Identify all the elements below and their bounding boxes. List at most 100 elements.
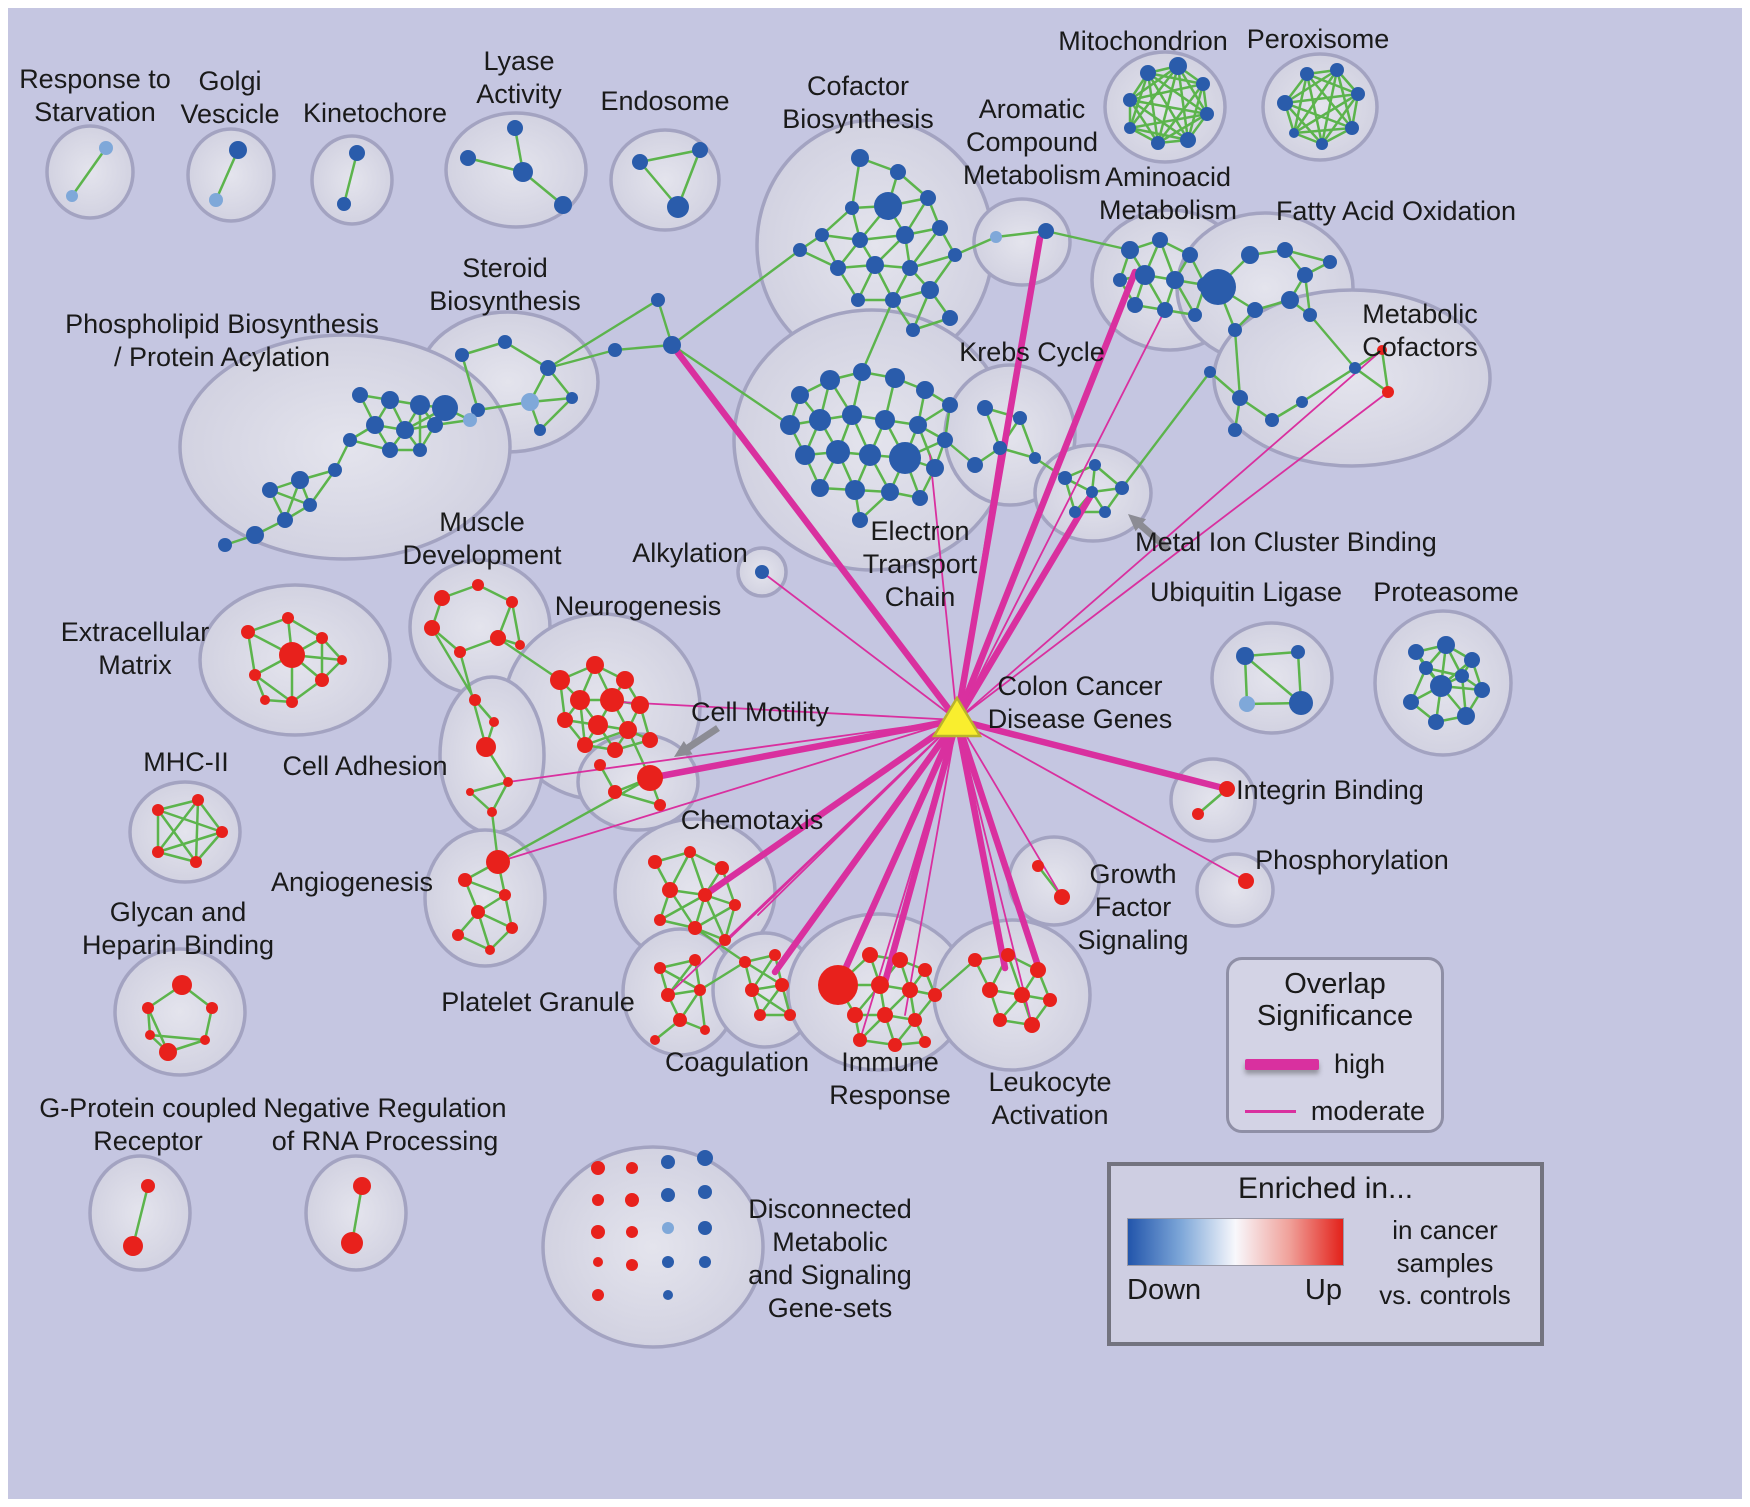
overlap-edge [1354,366,1389,394]
gene-set-node [755,565,769,579]
overlap-edge [157,808,223,834]
gene-set-node [1180,132,1196,148]
gene-set-node [862,947,878,963]
gene-set-node [993,441,1007,455]
overlap-edge [214,149,240,201]
up-label: Up [1304,1274,1342,1307]
gene-set-node [715,861,729,875]
gene-set-node [588,715,608,735]
gene-set-node [920,190,936,206]
gene-set-node [1121,241,1139,259]
overlap-legend-title: Overlap Significance [1245,968,1425,1033]
gene-set-node [557,712,573,728]
gene-set-node [152,846,164,858]
overlap-edge [1244,655,1302,704]
label-arrow-head [1128,514,1147,532]
overlap-edge [1129,126,1189,142]
overlap-edge [1301,366,1356,404]
gene-set-node [1238,873,1254,889]
gene-set-node [141,1179,155,1193]
gene-set-node [1303,308,1317,322]
significance-edge-moderate [956,391,1389,721]
gene-set-node [775,978,789,992]
gene-set-node [809,409,831,431]
gene-set-node [200,1035,210,1045]
gene-set-node [566,392,578,404]
overlap-edge [490,781,510,813]
gene-set-node [811,479,829,497]
label-arrow-shaft [680,725,720,755]
gene-set-node [673,1013,687,1027]
cluster-bubble-disconnected-gene-sets [541,1145,765,1349]
gene-set-node [1430,675,1452,697]
gene-set-node [469,694,481,706]
gene-set-node [1289,128,1299,138]
cluster-bubble-kinetochore [310,134,394,226]
label-mitochondrion: Mitochondrion [1058,26,1228,56]
gene-set-node [216,826,228,838]
down-label: Down [1127,1274,1202,1307]
significance-edge-moderate [761,571,958,721]
significance-edge-moderate [929,454,958,721]
gene-set-node [1228,323,1242,337]
gene-set-node [352,387,368,403]
significance-edge-high [953,716,1009,972]
significance-edge-moderate [956,309,1166,721]
overlap-edge-global [547,298,659,370]
significance-edge-high [701,716,961,899]
gene-set-node [881,483,899,501]
gene-set-node [662,1256,674,1268]
gene-set-node [820,370,840,390]
gene-set-node [506,596,518,608]
high-significance-line-icon [1245,1058,1319,1070]
gene-set-node [1127,297,1143,313]
gene-set-node [1408,644,1424,660]
gene-set-node [689,954,701,966]
significance-edge-high [953,716,1044,976]
gene-set-node [1152,232,1168,248]
gene-set-node [663,1290,673,1300]
label-metal-ion-cluster-binding: Metal Ion Cluster Binding [1135,527,1437,557]
gene-set-node [967,457,983,473]
overlap-edge [1176,65,1209,115]
gene-set-node [1013,411,1027,425]
gene-set-node [885,368,905,388]
gene-set-node [625,1193,639,1207]
overlap-edge [1305,73,1324,145]
significance-edge-moderate [956,719,1033,1026]
overlap-edge [157,850,197,864]
overlap-edge [460,354,480,411]
gene-set-node [667,196,689,218]
cluster-bubble-glycan-heparin-binding [113,947,247,1077]
significance-edge-moderate [757,719,958,916]
gene-set-node [626,1259,638,1271]
overlap-edge-global [497,637,561,681]
gene-set-node [909,416,927,434]
label-fatty-acid-oxidation: Fatty Acid Oxidation [1276,196,1516,226]
gene-set-node [1241,246,1259,264]
gene-set-node [853,1033,867,1047]
gene-set-node [337,197,351,211]
gene-set-node [279,642,305,668]
gene-set-node [229,141,247,159]
gene-set-node [608,785,622,799]
enriched-in-legend: Enriched in... Down Up in cancer samples… [1107,1162,1544,1346]
overlap-edge [149,1033,206,1042]
gene-set-node [1289,691,1313,715]
gene-set-node [626,1226,638,1238]
gene-set-node [1200,107,1214,121]
gene-set-node [948,248,962,262]
gene-set-node [791,386,809,404]
overlap-edge [1292,69,1339,134]
gene-set-node [1300,67,1314,81]
overlap-edge [539,397,573,431]
gene-set-node [353,1177,371,1195]
enriched-legend-body: Down Up in cancer samples vs. controls [1127,1214,1524,1312]
gene-set-node [1043,993,1057,1007]
